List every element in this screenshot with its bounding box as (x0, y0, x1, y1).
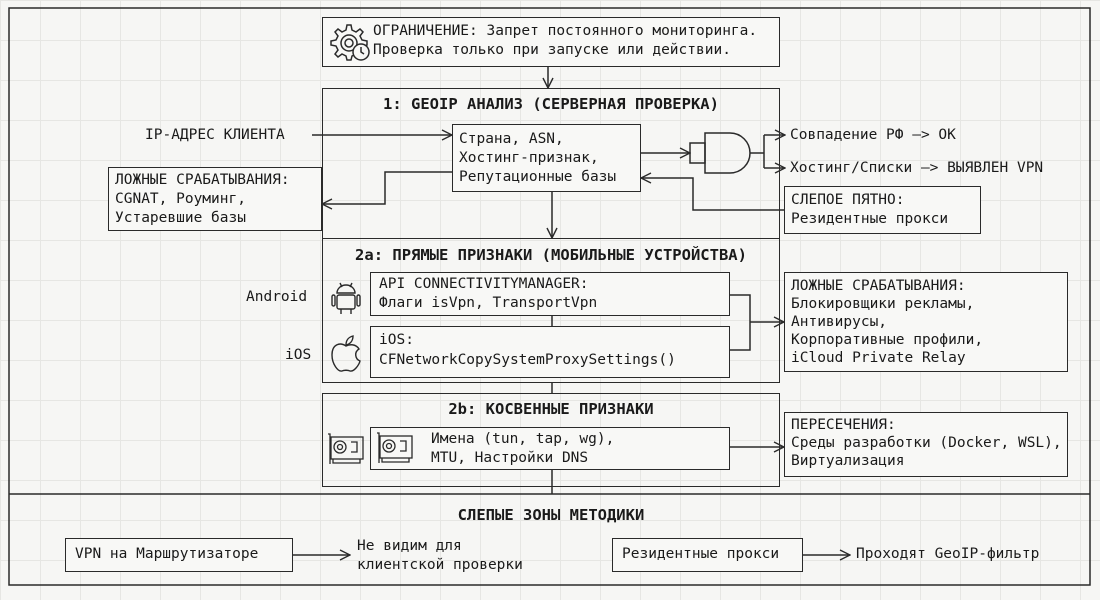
indirect-line: Имена (tun, tap, wg), (431, 431, 615, 447)
fp-line: Устаревшие базы (115, 210, 246, 226)
blind-zone-proxy-box: Резидентные прокси (612, 538, 803, 572)
ip-input-label: IP-АДРЕС КЛИЕНТА (145, 127, 285, 143)
android-icon (331, 282, 361, 314)
ios-label: iOS (285, 347, 312, 363)
indirect-box: Имена (tun, tap, wg), MTU, Настройки DNS (370, 427, 730, 470)
outer-frame (8, 7, 1091, 586)
geoip-false-positives: ЛОЖНЫЕ СРАБАТЫВАНИЯ: CGNAT, Роуминг, Уст… (108, 167, 322, 231)
constraint-line1: ОГРАНИЧЕНИЕ: Запрет постоянного монитори… (373, 23, 758, 39)
overlaps-title: ПЕРЕСЕЧЕНИЯ: (791, 417, 896, 433)
blind-zone-label: Резидентные прокси (622, 546, 780, 562)
direct-false-positives: ЛОЖНЫЕ СРАБАТЫВАНИЯ: Блокировщики реклам… (784, 272, 1068, 372)
and-gate-icon (689, 132, 751, 174)
blind-spot-box: СЛЕПОЕ ПЯТНО: Резидентные прокси (784, 186, 981, 234)
outcome-ok: Совпадение РФ —> OK (790, 127, 956, 143)
blind-zone-result: Проходят GeoIP-фильтр (856, 546, 1040, 562)
network-card-icon (328, 433, 364, 464)
outcome-vpn: Хостинг/Списки —> ВЫЯВЛЕН VPN (790, 160, 1044, 176)
blind-zones-title: СЛЕПЫЕ ЗОНЫ МЕТОДИКИ (457, 506, 645, 524)
android-box: API CONNECTIVITYMANAGER: Флаги isVpn, Tr… (370, 272, 730, 316)
indirect-title: 2b: КОСВЕННЫЕ ПРИЗНАКИ (448, 400, 654, 418)
geoip-title: 1: GEOIP АНАЛИЗ (СЕРВЕРНАЯ ПРОВЕРКА) (383, 95, 719, 113)
fp-title: ЛОЖНЫЕ СРАБАТЫВАНИЯ: (115, 172, 290, 188)
fp-line: iCloud Private Relay (791, 350, 966, 366)
gear-clock-icon (330, 24, 370, 61)
fp-line: Антивирусы, (791, 314, 888, 330)
overlaps-line: Среды разработки (Docker, WSL), (791, 435, 1062, 451)
direct-title: 2a: ПРЯМЫЕ ПРИЗНАКИ (МОБИЛЬНЫЕ УСТРОЙСТВ… (355, 246, 747, 264)
blind-spot-title: СЛЕПОЕ ПЯТНО: (791, 192, 905, 208)
blind-spot-line: Резидентные прокси (791, 211, 949, 227)
network-card-icon (377, 432, 413, 463)
overlaps-line: Виртуализация (791, 453, 905, 469)
constraint-line2: Проверка только при запуске или действии… (373, 42, 731, 58)
blind-zone-label: VPN на Маршрутизаторе (75, 546, 259, 562)
blind-zone-result: Не видим для (357, 538, 462, 554)
blind-zone-router-box: VPN на Маршрутизаторе (65, 538, 293, 572)
fp-line: Корпоративные профили, (791, 332, 984, 348)
fp-line: Блокировщики рекламы, (791, 296, 975, 312)
apple-icon (331, 335, 361, 372)
fp-line: CGNAT, Роуминг, (115, 191, 246, 207)
check-line: Хостинг-признак, (459, 150, 599, 166)
ios-box: iOS: CFNetworkCopySystemProxySettings() (370, 326, 730, 378)
direct-section (322, 238, 780, 383)
ios-line: CFNetworkCopySystemProxySettings() (379, 352, 676, 368)
indirect-section (322, 393, 780, 487)
indirect-line: MTU, Настройки DNS (431, 450, 589, 466)
check-line: Репутационные базы (459, 169, 617, 185)
check-line: Страна, ASN, (459, 131, 564, 147)
constraint-box: ОГРАНИЧЕНИЕ: Запрет постоянного монитори… (322, 17, 780, 67)
overlaps-box: ПЕРЕСЕЧЕНИЯ: Среды разработки (Docker, W… (784, 412, 1068, 477)
geoip-checks-box: Страна, ASN, Хостинг-признак, Репутацион… (452, 124, 641, 192)
ios-line: iOS: (379, 332, 414, 348)
fp-title: ЛОЖНЫЕ СРАБАТЫВАНИЯ: (791, 278, 966, 294)
android-label: Android (246, 289, 308, 305)
android-line: Флаги isVpn, TransportVpn (379, 295, 598, 311)
android-line: API CONNECTIVITYMANAGER: (379, 276, 589, 292)
blind-zone-result: клиентской проверки (357, 557, 523, 573)
